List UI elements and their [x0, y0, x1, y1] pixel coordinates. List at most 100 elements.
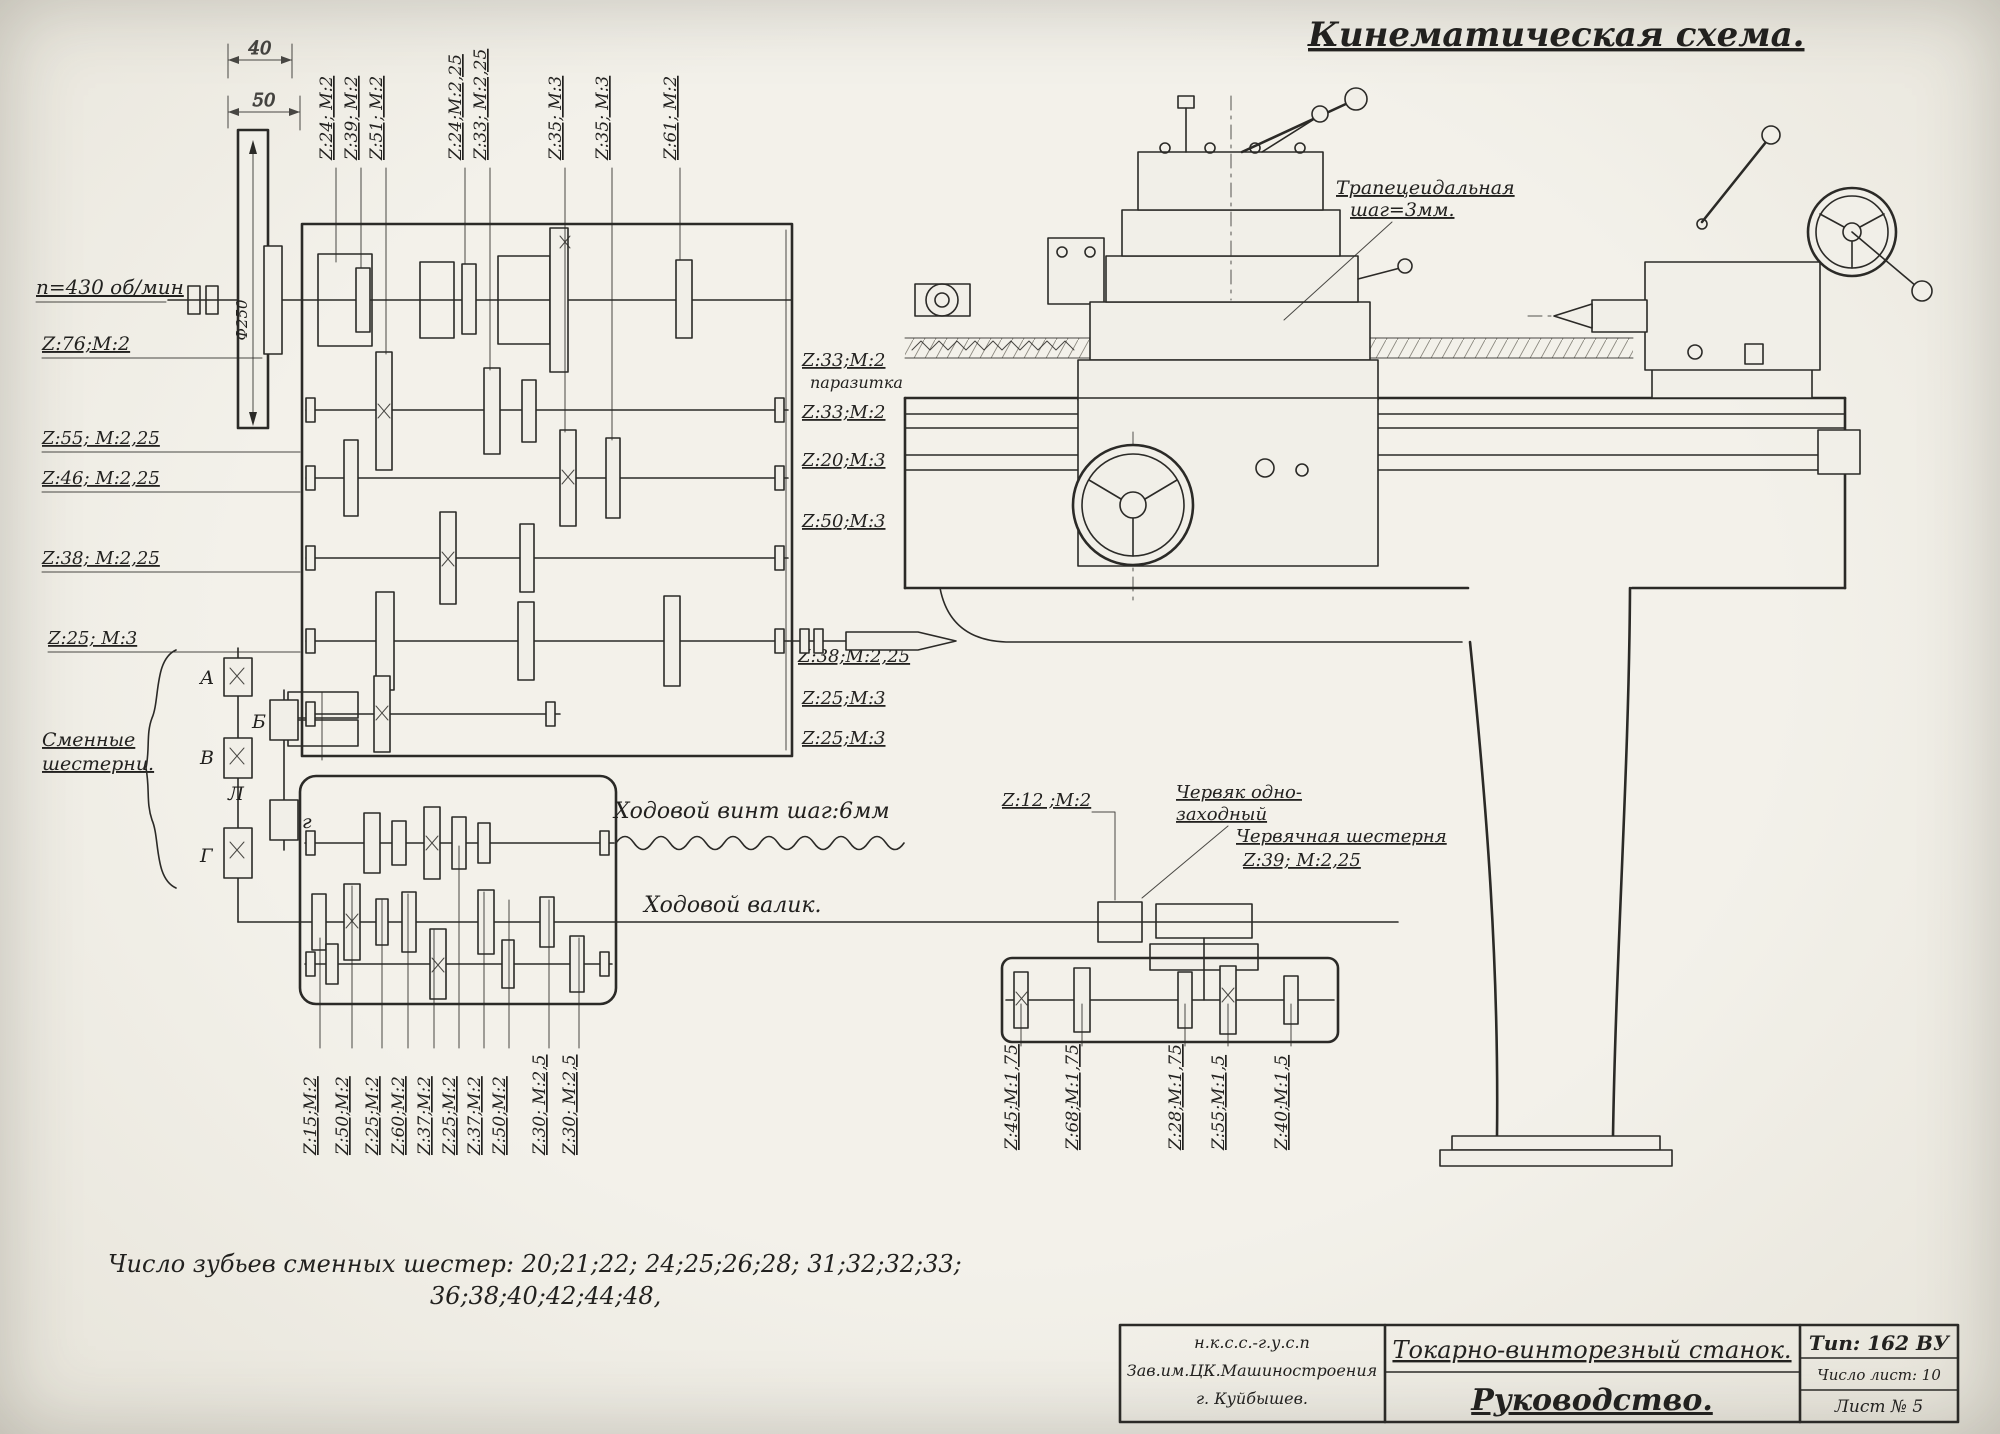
gear-label: Z:46; М:2,25	[41, 468, 160, 489]
change-gears-title-2: шестерни.	[42, 753, 154, 775]
toolpost-lever-small	[1261, 105, 1329, 153]
change-gear-note: Число зубьев сменных шестер: 20;21;22; 2…	[108, 1250, 962, 1310]
gear-label: Z:15;М:2	[301, 1076, 321, 1156]
shaft-letter: Г	[199, 845, 214, 867]
worm-label-1: Червяк одно-	[1176, 782, 1302, 803]
gear-label: Z:30; М:2,5	[560, 1055, 580, 1156]
gear-label: Z:55; М:2,25	[41, 428, 160, 449]
top-label-leaders	[335, 167, 681, 441]
gear-label: Z:30; М:2,5	[530, 1055, 550, 1156]
left-gear-labels: Z:55; М:2,25 Z:46; М:2,25 Z:38; М:2,25 Z…	[41, 428, 301, 653]
shaft-letter: В	[199, 747, 214, 769]
gear-label: Z:24;М:2,25	[446, 54, 466, 161]
apron-z12-label: Z:12 ;М:2	[1001, 790, 1091, 811]
page-title: Кинематическая схема.	[1307, 15, 1805, 55]
lathe-side-view: Трапецеидальная шаг=3мм.	[903, 87, 1933, 1167]
sheet-count: Число лист: 10	[1817, 1366, 1941, 1384]
gear-label: Z:51; М:2	[367, 76, 387, 161]
worm	[1097, 901, 1143, 943]
gear-label: Z:25;М:2	[363, 1076, 383, 1156]
bottom-label-leaders	[319, 845, 580, 1049]
pedestal-leg	[1439, 586, 1673, 1167]
worm-label-2: заходный	[1176, 804, 1267, 825]
apron-knob	[1295, 463, 1309, 477]
gear-label: Z:25;М:2	[440, 1076, 460, 1156]
gear-label: Z:50;М:2	[333, 1076, 353, 1156]
apron-gear-labels: Z:45;М:1,75 Z:68;М:1,75 Z:28;М:1,75 Z:55…	[1002, 1044, 1292, 1151]
gear-label: Z:68;М:1,75	[1063, 1044, 1083, 1151]
apron-gear-detail: Z:12 ;М:2 Червяк одно- заходный Червячна…	[1000, 782, 1447, 1151]
gear-label: Z:28;М:1,75	[1166, 1044, 1186, 1151]
org-line-2: Зав.им.ЦК.Машиностроения	[1127, 1361, 1377, 1380]
gear-label: Z:33;М:2	[801, 402, 886, 423]
gear-label: Z:24; М:2	[317, 76, 337, 161]
machine-type: Тип: 162 ВУ	[1809, 1331, 1951, 1355]
leadscrew-label: Ходовой винт шаг:6мм	[612, 799, 890, 824]
change-gears-title-1: Сменные	[42, 729, 135, 751]
main-gearbox	[263, 222, 794, 761]
apron-label-leaders	[1020, 1003, 1292, 1047]
gear-label: Z:38;М:2,25	[797, 646, 910, 667]
worm-wheel-label: Червячная шестерня	[1236, 826, 1447, 847]
gear-label: Z:55;М:1,5	[1209, 1055, 1229, 1151]
sheet-number: Лист № 5	[1834, 1397, 1924, 1417]
gear-label: Z:20;М:3	[801, 450, 886, 471]
gear-label: Z:60;М:2	[389, 1076, 409, 1156]
top-gear-labels: Z:24; М:2 Z:39; М:2 Z:51; М:2 Z:24;М:2,2…	[317, 49, 681, 161]
tailstock-handwheel	[1806, 186, 1933, 302]
input-speed-label: n=430 об/мин	[36, 275, 184, 299]
drawing-title: Кинематическая схема.	[1307, 15, 1805, 55]
bottom-gear-labels: Z:15;М:2 Z:50;М:2 Z:25;М:2 Z:60;М:2 Z:37…	[301, 1055, 580, 1156]
dimension-40: 40	[227, 38, 293, 79]
gear-label: Z:37;М:2	[465, 1076, 485, 1156]
tailstock	[1527, 125, 1933, 475]
carriage-handwheel	[1071, 431, 1195, 601]
gear-label: Z:38; М:2,25	[41, 548, 160, 569]
dim-40-value: 40	[248, 38, 272, 59]
feed-outputs: Ходовой винт шаг:6мм Ходовой валик.	[612, 799, 905, 918]
spindle-center	[787, 628, 957, 654]
apron-z39-label: Z:39; М:2,25	[1242, 850, 1361, 871]
worm-wheel	[1155, 903, 1253, 939]
shaft-letter: А	[198, 667, 214, 689]
note-line-1: Число зубьев сменных шестер: 20;21;22; 2…	[108, 1250, 962, 1278]
gear-label: Z:61; М:2	[661, 76, 681, 161]
trapezoid-thread-label: Трапецеидальная шаг=3мм.	[1283, 177, 1515, 321]
gear-label: Z:33;М:2	[801, 350, 886, 371]
change-gears-section: Сменные шестерни. А Б В Л г Г	[42, 647, 312, 923]
gear-label: паразитка	[810, 373, 903, 392]
product-name: Токарно-винторезный станок.	[1392, 1336, 1791, 1364]
apron-knob	[1255, 458, 1275, 478]
tailstock-lever	[1696, 125, 1781, 230]
gear-label: Z:25; М:3	[47, 628, 137, 649]
carriage	[1071, 87, 1413, 601]
shaft-letter: г	[302, 811, 312, 833]
org-line-3: г. Куйбышев.	[1196, 1389, 1308, 1408]
gear-label: Z:35; М:3	[546, 76, 566, 161]
pulley-diameter-label: Ф250	[233, 299, 251, 341]
dimension-50: 50	[227, 90, 301, 131]
gear-label: Z:35; М:3	[593, 76, 613, 161]
document-name: Руководство.	[1470, 1383, 1713, 1418]
toolpost-stud	[1177, 95, 1195, 109]
cross-feed-crank	[1357, 258, 1413, 280]
title-block: н.к.с.с.-г.у.с.п Зав.им.ЦК.Машиностроени…	[1118, 1323, 1960, 1424]
gear-label: Z:50;М:3	[801, 511, 886, 532]
gear-label: Z:25;М:3	[801, 728, 886, 749]
shaft-letter: Л	[227, 783, 245, 805]
shaft-letter: Б	[251, 711, 266, 733]
org-line-1: н.к.с.с.-г.у.с.п	[1194, 1333, 1310, 1352]
gear-label: Z:37;М:2	[415, 1076, 435, 1156]
note-line-2: 36;38;40;42;44;48,	[430, 1282, 661, 1310]
gear-label: Z:39; М:2	[342, 76, 362, 161]
gear-label: Z:40;М:1,5	[1272, 1055, 1292, 1151]
dim-50-value: 50	[253, 90, 276, 111]
gear-label: Z:25;М:3	[801, 688, 886, 709]
right-gear-labels: Z:33;М:2 паразитка Z:33;М:2 Z:20;М:3 Z:5…	[797, 350, 910, 749]
feedrod-label: Ходовой валик.	[642, 893, 822, 918]
leadscrew-end-bracket	[1817, 429, 1861, 475]
input-gear-label: Z:76;М:2	[41, 333, 130, 355]
gear-label: Z:50;М:2	[490, 1076, 510, 1156]
